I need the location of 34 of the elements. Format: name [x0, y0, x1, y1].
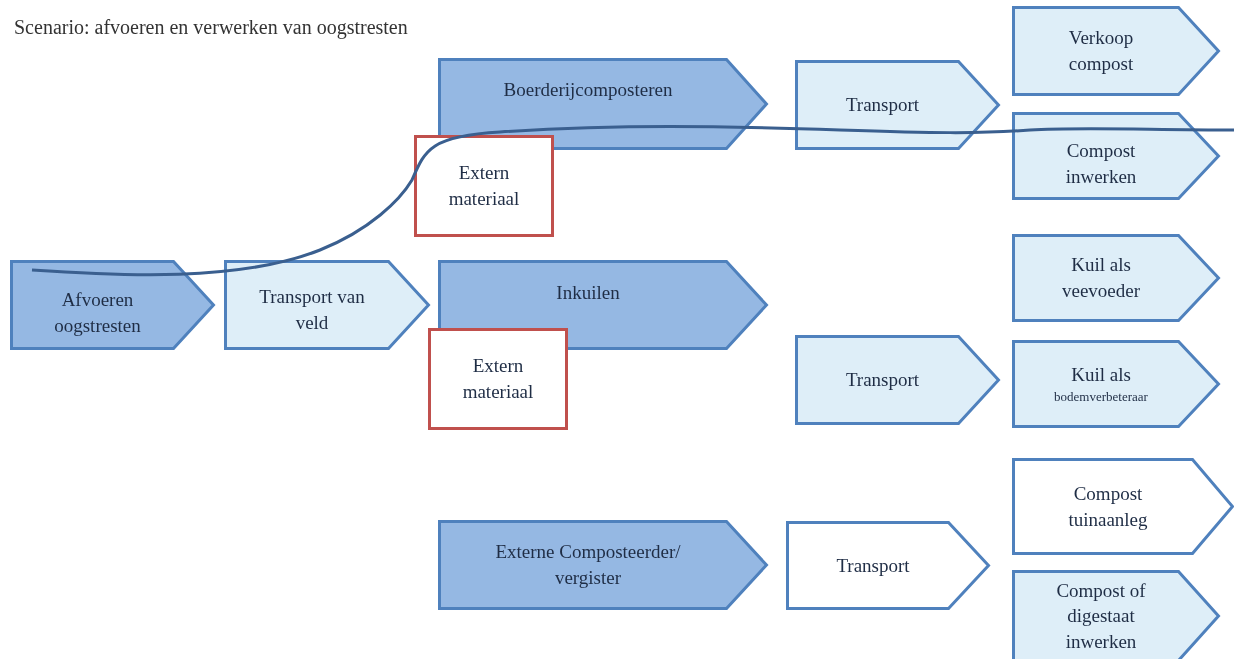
- process-step: [438, 520, 768, 610]
- diagram-title: Scenario: afvoeren en verwerken van oogstresten: [14, 16, 408, 39]
- node-label: bodemverbeteraar: [1054, 388, 1148, 406]
- process-step: [438, 58, 768, 150]
- node-label: Kuil als: [1071, 363, 1131, 388]
- process-step: [1012, 458, 1234, 555]
- process-step: [795, 335, 1000, 425]
- node-label: Transport: [845, 93, 920, 118]
- node-label: Compost inwerken: [1064, 139, 1138, 189]
- process-step: [10, 260, 215, 350]
- process-step: [1012, 570, 1220, 659]
- process-step: [1012, 6, 1220, 96]
- node-label: Compost tuinaanleg: [1067, 481, 1149, 532]
- process-step: [1012, 340, 1220, 428]
- node-label: Externe Composteerder/ vergister: [494, 540, 682, 590]
- node-label: Kuil als veevoeder: [1060, 253, 1142, 303]
- process-step: [786, 521, 990, 610]
- node-label: Compost of digestaat inwerken: [1055, 578, 1147, 654]
- node-label: Boerderijcomposteren: [503, 78, 673, 103]
- process-step: [1012, 234, 1220, 322]
- node-label: Extern materiaal: [447, 161, 521, 211]
- process-step: [224, 260, 430, 350]
- node-label: Transport van veld: [258, 285, 366, 335]
- node-label: Inkuilen: [556, 281, 620, 306]
- node-label: Extern materiaal: [461, 354, 535, 404]
- node-label: Verkoop compost: [1067, 26, 1135, 76]
- process-step: [438, 260, 768, 350]
- process-step: [795, 60, 1000, 150]
- input-box: [414, 135, 554, 237]
- node-label: Afvoeren oogstresten: [53, 288, 142, 338]
- input-box: [428, 328, 568, 430]
- process-step: [1012, 112, 1220, 200]
- node-label: Transport: [836, 553, 910, 578]
- node-label: Transport: [845, 368, 920, 393]
